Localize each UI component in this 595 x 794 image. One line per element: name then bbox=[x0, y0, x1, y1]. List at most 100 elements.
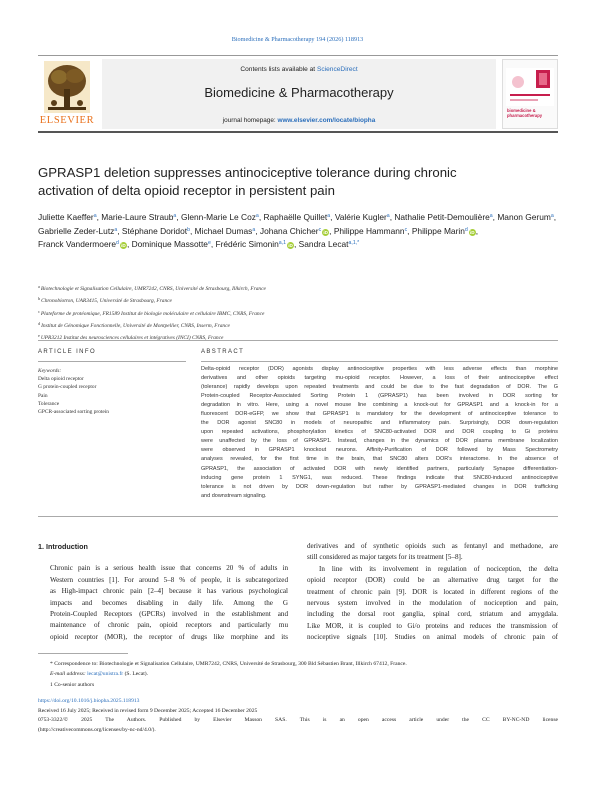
body-column-right: derivatives and of synthetic opioids suc… bbox=[307, 541, 558, 644]
body-line: as High-impact chronic pain [2–4] becaus… bbox=[50, 587, 288, 596]
title-line-2: activation of delta opioid receptor in p… bbox=[38, 183, 335, 198]
author-affiliation-marker[interactable]: a bbox=[252, 226, 256, 233]
elsevier-tree-icon bbox=[44, 61, 90, 113]
affiliation-item: eUPR3212 Institut des neurosciences cell… bbox=[38, 331, 558, 343]
author-name-text: Frédéric Simonin bbox=[215, 239, 279, 250]
article-info-heading: ARTICLE INFO bbox=[38, 349, 97, 355]
body-line: opioid receptor (DOR) could be an altern… bbox=[307, 576, 558, 585]
author-affiliation-marker[interactable]: a,1 bbox=[278, 240, 287, 247]
author-affiliation-marker[interactable]: b bbox=[187, 226, 190, 233]
cosenior-note: 1 Co-senior authors bbox=[50, 681, 95, 688]
author-affiliation-marker[interactable]: c bbox=[318, 226, 322, 233]
author-email-link[interactable]: lecat@unistra.fr bbox=[87, 671, 124, 678]
author-affiliation-marker[interactable]: a bbox=[327, 213, 331, 219]
author-name-text: Glenn-Marie Le Coz bbox=[180, 212, 256, 222]
sciencedirect-link[interactable]: ScienceDirect bbox=[316, 66, 358, 73]
author-name[interactable]: Valérie Kuglera bbox=[335, 212, 390, 222]
author-name-text: Johana Chicher bbox=[259, 225, 319, 236]
article-info-rule bbox=[38, 361, 186, 362]
abstract-line: upon repeated activations, phosphorylati… bbox=[201, 429, 558, 436]
author-name[interactable]: Stéphane Doridotb bbox=[122, 226, 190, 236]
license-line-1: 0753-3322/© 2025 The Authors. Published … bbox=[38, 717, 558, 724]
body-line: opioid receptor (MOR), the receptor of d… bbox=[50, 632, 288, 641]
footnotes: * Correspondence to: Biotechnologie et S… bbox=[38, 659, 558, 690]
cover-title: biomedicine & pharmacotherapy bbox=[507, 108, 543, 118]
author-name[interactable]: Marie-Laure Strauba bbox=[101, 212, 176, 222]
author-affiliation-marker[interactable]: a bbox=[93, 213, 97, 219]
author-name[interactable]: Gabrielle Zeder-Lutza bbox=[38, 226, 117, 236]
journal-cover[interactable]: biomedicine & pharmacotherapy bbox=[502, 59, 558, 129]
body-line: In line with its involvement in regulati… bbox=[319, 564, 558, 573]
body-line: treatment of chronic pain [9]. DOR is lo… bbox=[307, 587, 558, 596]
body-line: nociceptive signals [10]. Studies on ani… bbox=[307, 633, 558, 642]
author-affiliation-marker[interactable]: c bbox=[404, 226, 408, 233]
affiliation-text: UPR3212 Institut des neurosciences cellu… bbox=[40, 335, 224, 342]
author-name[interactable]: Michael Dumasa bbox=[195, 226, 256, 236]
masthead-bottom-rule bbox=[38, 131, 558, 133]
author-name[interactable]: Manon Geruma bbox=[497, 212, 553, 222]
elsevier-logo[interactable]: ELSEVIER bbox=[38, 59, 96, 129]
author-affiliation-marker[interactable]: a bbox=[550, 213, 554, 219]
affiliation-text: Institut de Génomique Fonctionnelle, Uni… bbox=[41, 322, 230, 329]
running-head[interactable]: Biomedicine & Pharmacotherapy 194 (2026)… bbox=[231, 36, 364, 43]
author-affiliation-marker[interactable]: a bbox=[489, 213, 493, 219]
author-name-text: Philippe Hammann bbox=[333, 225, 405, 236]
abstract-line: Protein-coupled Receptor-Associated Sort… bbox=[201, 393, 558, 400]
journal-homepage-link[interactable]: www.elsevier.com/locate/biopha bbox=[277, 117, 376, 124]
author-name[interactable]: Raphaëlle Quilleta bbox=[263, 212, 330, 222]
author-name[interactable]: Philippe Hammannc bbox=[334, 226, 407, 236]
keywords-block: Keywords: Delta opioid receptor G protei… bbox=[38, 367, 188, 416]
orcid-icon[interactable]: iD bbox=[468, 228, 476, 236]
cover-art-icon bbox=[506, 68, 554, 106]
author-name[interactable]: Sandra Lecata,1,* bbox=[299, 239, 360, 249]
author-name[interactable]: Nathalie Petit-Demoulièrea bbox=[394, 212, 492, 222]
email-label: E-mail address: bbox=[50, 671, 86, 678]
author-affiliation-marker[interactable]: a bbox=[386, 213, 390, 219]
abstract-heading: ABSTRACT bbox=[201, 349, 245, 355]
section-separator bbox=[38, 340, 558, 341]
body-line: still considered as major targets for it… bbox=[307, 553, 463, 562]
abstract-text: Delta-opioid receptor (DOR) agonists dis… bbox=[201, 365, 558, 501]
author-affiliation-marker[interactable]: d bbox=[116, 240, 119, 247]
affiliation-text: Chronobiotron, UAR3415, Université de St… bbox=[41, 298, 172, 305]
author-name-text: Marie-Laure Straub bbox=[101, 212, 174, 222]
abstract-line: and downstream signaling. bbox=[201, 492, 267, 499]
author-affiliation-marker[interactable]: e bbox=[207, 240, 211, 247]
homepage-line: journal homepage: www.elsevier.com/locat… bbox=[102, 117, 496, 124]
author-name-text: Valérie Kugler bbox=[334, 212, 387, 222]
author-name[interactable]: Glenn-Marie Le Coza bbox=[181, 212, 259, 222]
masthead-band: Contents lists available at ScienceDirec… bbox=[102, 59, 496, 129]
abstract-line: fluorescent DOR-eGFP, we show that GPRAS… bbox=[201, 411, 558, 418]
keyword-item: Delta opioid receptor bbox=[38, 376, 84, 383]
body-line: including the dorsal root ganglia, spina… bbox=[307, 610, 558, 619]
author-affiliation-marker[interactable]: a bbox=[114, 226, 118, 233]
body-line: Protein-Coupled Receptors (GPCRs) involv… bbox=[50, 610, 288, 619]
body-line: Like MOR, it is coupled to Gi/o proteins… bbox=[307, 621, 558, 630]
email-suffix: (S. Lecat). bbox=[124, 671, 149, 678]
orcid-icon[interactable]: iD bbox=[322, 228, 330, 236]
author-name[interactable]: Juliette Kaeffera bbox=[38, 212, 97, 222]
email-note: E-mail address: lecat@unistra.fr (S. Lec… bbox=[38, 669, 558, 679]
journal-name: Biomedicine & Pharmacotherapy bbox=[204, 85, 394, 100]
orcid-icon[interactable]: iD bbox=[119, 242, 127, 250]
orcid-icon[interactable]: iD bbox=[287, 242, 295, 250]
affiliation-list: aBiotechnologie et Signalisation Cellula… bbox=[38, 282, 558, 343]
author-affiliation-marker[interactable]: a bbox=[173, 213, 177, 219]
author-affiliation-marker[interactable]: a bbox=[255, 213, 259, 219]
contents-prefix: Contents lists available at bbox=[240, 66, 316, 73]
body-line: maintenance of chronic pain, opioid rece… bbox=[50, 621, 288, 630]
affiliation-text: Plateforme de protéomique, FR1589 Instit… bbox=[40, 310, 265, 317]
abstract-line: (tolerance) rapidly develops upon repeat… bbox=[201, 384, 558, 391]
license-line-2[interactable]: (http://creativecommons.org/licenses/by-… bbox=[38, 726, 156, 733]
abstract-line: degradation in vitro. Here, using a nove… bbox=[201, 402, 558, 409]
author-name[interactable]: Dominique Massottee bbox=[132, 239, 211, 249]
doi-link[interactable]: https://doi.org/10.1016/j.biopha.2025.11… bbox=[38, 698, 140, 704]
keyword-item: G protein-coupled receptor bbox=[38, 384, 97, 391]
author-affiliation-marker[interactable]: d bbox=[464, 226, 468, 233]
author-name-text: Philippe Marin bbox=[411, 225, 465, 236]
author-affiliation-marker[interactable]: a,1,* bbox=[348, 240, 360, 247]
